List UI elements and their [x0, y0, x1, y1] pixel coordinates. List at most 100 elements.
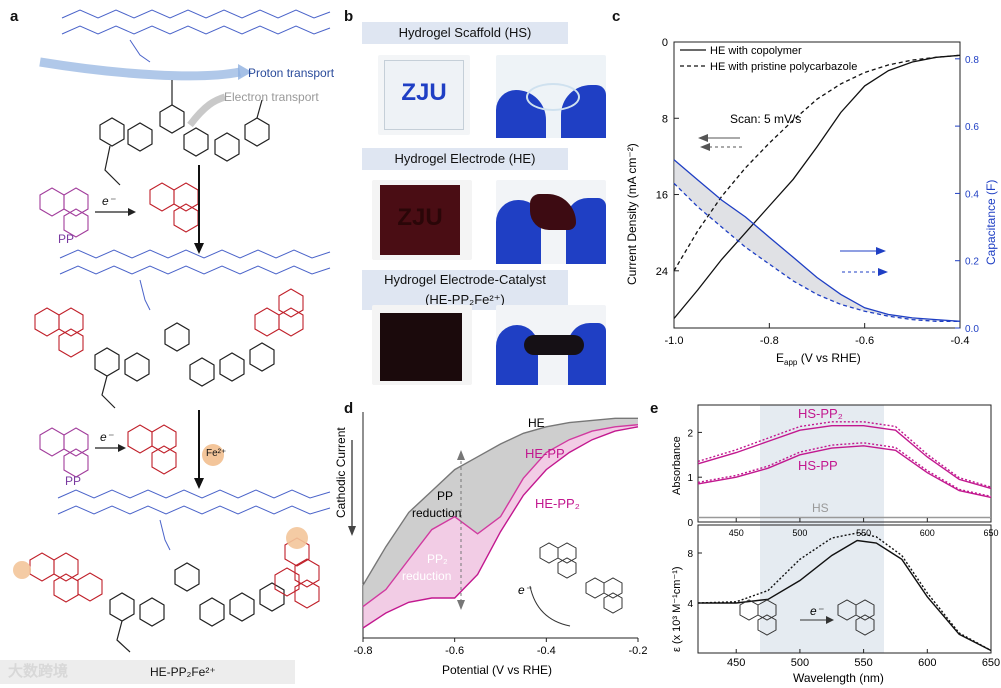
d-shading-pp [363, 424, 638, 628]
fe-complex-left [29, 552, 103, 603]
e-label-hs: HS [812, 501, 829, 515]
fe-badge: Fe²⁺ [206, 448, 227, 459]
d-pp2-red-1: PP₂ [427, 552, 448, 566]
cap-arrow-right-head [878, 268, 888, 276]
catechol-adducts-2 [34, 288, 304, 358]
fe-ion-icon [202, 444, 224, 466]
photo-he-bent [496, 180, 606, 264]
scan-arrow-solid-head [698, 134, 708, 142]
d-pp2-red-2: reduction [402, 569, 451, 583]
d-inset-molecules [529, 542, 623, 627]
c-y2tick-label-4: 0.8 [965, 55, 979, 66]
d-label-he: HE [528, 416, 545, 430]
electron-label-1: e⁻ [102, 194, 116, 208]
legend-text-pristine: HE with pristine polycarbazole [710, 61, 857, 73]
c-y2tick-label-3: 0.6 [965, 122, 979, 133]
panel-label-a: a [10, 8, 19, 25]
e-bottom-ytick-label-0: 4 [687, 599, 693, 610]
scan-arrow-left-head [700, 143, 710, 151]
zju-text-1: ZJU [401, 79, 447, 106]
d-pp-red-1: PP [437, 489, 453, 503]
carbazole-copolymer-2 [94, 322, 275, 409]
photo-hs-bent [496, 55, 606, 138]
panel-label-b: b [344, 8, 354, 25]
c-ytick-label-0: 0 [662, 37, 668, 49]
c-series-3 [673, 182, 960, 322]
e-bottom-frame [697, 524, 992, 654]
panel-label-d: d [344, 400, 354, 417]
e-top-ylabel: Absorbance [671, 436, 683, 495]
chart-c-frame [673, 41, 961, 329]
title-hydrogel-electrode-catalyst: Hydrogel Electrode-Catalyst [362, 270, 568, 290]
c-ytick-label-3: 24 [656, 266, 668, 278]
chart-e: HS-PP₂ HS-PP HS Absorbance ε (x 10³ M⁻¹c… [671, 404, 1000, 685]
chart-c-shading [674, 159, 960, 322]
e-arrow-head [826, 616, 834, 624]
e-top-xtick-label-2: 550 [856, 528, 871, 538]
e-bottom-ytick-label-1: 8 [687, 549, 693, 560]
cap-arrow-right-solid-head [876, 247, 886, 255]
e-electron: e⁻ [810, 604, 825, 618]
e-top-xtick-label-0: 450 [729, 528, 744, 538]
pp-molecule-1 [39, 187, 89, 238]
zju-text-2: ZJU [397, 204, 443, 231]
pp-label-2: PP [65, 474, 82, 488]
d-xlabel: Potential (V vs RHE) [442, 663, 552, 677]
c-ytick-label-1: 8 [662, 113, 668, 125]
e-xlabel: Wavelength (nm) [793, 671, 884, 685]
c-y2tick-label-1: 0.2 [965, 257, 979, 268]
title-hydrogel-electrode: Hydrogel Electrode (HE) [362, 148, 568, 170]
e-top-series-1 [697, 445, 992, 499]
d-current-arrow-head [348, 526, 356, 536]
e-label-hspp: HS-PP [798, 458, 838, 473]
e-inset-molecules [739, 599, 875, 636]
d-xtick-label-1: -0.6 [445, 645, 464, 657]
d-ylabel: Cathodic Current [334, 427, 348, 518]
product-label-bar [0, 660, 295, 684]
c-series-0 [673, 54, 961, 319]
c-series-1 [673, 54, 961, 272]
photo-hs-flat: ZJU [378, 55, 470, 135]
carbazole-copolymer-1 [99, 80, 270, 186]
photo-he-flat: ZJU [372, 180, 472, 260]
e-top-series-dotted-0 [697, 421, 992, 488]
c-ytick-label-2: 16 [656, 190, 668, 202]
scan-annotation: Scan: 5 mV/s [730, 112, 801, 126]
e-bottom-xtick-label-1: 500 [791, 657, 809, 669]
c-y2tick-label-2: 0.4 [965, 189, 979, 200]
d-marker-bottom [457, 600, 465, 610]
e-top-xtick-label-4: 650 [983, 528, 998, 538]
d-pp-red-2: reduction [412, 506, 461, 520]
e-bottom-xtick-label-0: 450 [727, 657, 745, 669]
d-series-0 [362, 417, 638, 586]
electron-transport-label: Electron transport [224, 90, 319, 104]
e-label-hspp2: HS-PP₂ [798, 406, 843, 421]
polymer-chain-middle [59, 249, 331, 311]
d-xtick-label-0: -0.8 [354, 645, 373, 657]
e-bottom-xtick-label-2: 550 [854, 657, 872, 669]
panel-label-c: c [612, 8, 621, 25]
panel-label-e: e [650, 400, 659, 417]
e-top-ytick-label-2: 2 [687, 428, 693, 439]
c-series-2 [673, 159, 961, 322]
product-label: HE-PP₂Fe²⁺ [150, 665, 216, 679]
proton-transport-label: Proton transport [248, 66, 335, 80]
e-top-ytick-label-0: 0 [687, 518, 693, 529]
d-xtick-label-3: -0.2 [629, 645, 648, 657]
photo-hepp-flat [372, 305, 472, 385]
proton-transport-arrow [39, 57, 241, 81]
polymer-chain-bottom [57, 489, 331, 551]
e-top-series-0 [697, 425, 992, 490]
c-xtick-label-0: -1.0 [665, 335, 684, 347]
e-top-series-dotted-1 [697, 442, 992, 498]
d-electron: e⁻ [518, 583, 533, 597]
d-label-hepp2: HE-PP₂ [535, 496, 580, 511]
legend-text-copolymer: HE with copolymer [710, 45, 802, 57]
title-hydrogel-scaffold: Hydrogel Scaffold (HS) [362, 22, 568, 44]
d-xtick-label-2: -0.4 [537, 645, 556, 657]
fe-ion-left-icon [13, 561, 31, 579]
e-bottom-xtick-label-3: 600 [918, 657, 936, 669]
e-bottom-series-1 [697, 532, 992, 652]
chemical-scheme [0, 9, 331, 684]
polymer-chain-top [61, 9, 331, 63]
